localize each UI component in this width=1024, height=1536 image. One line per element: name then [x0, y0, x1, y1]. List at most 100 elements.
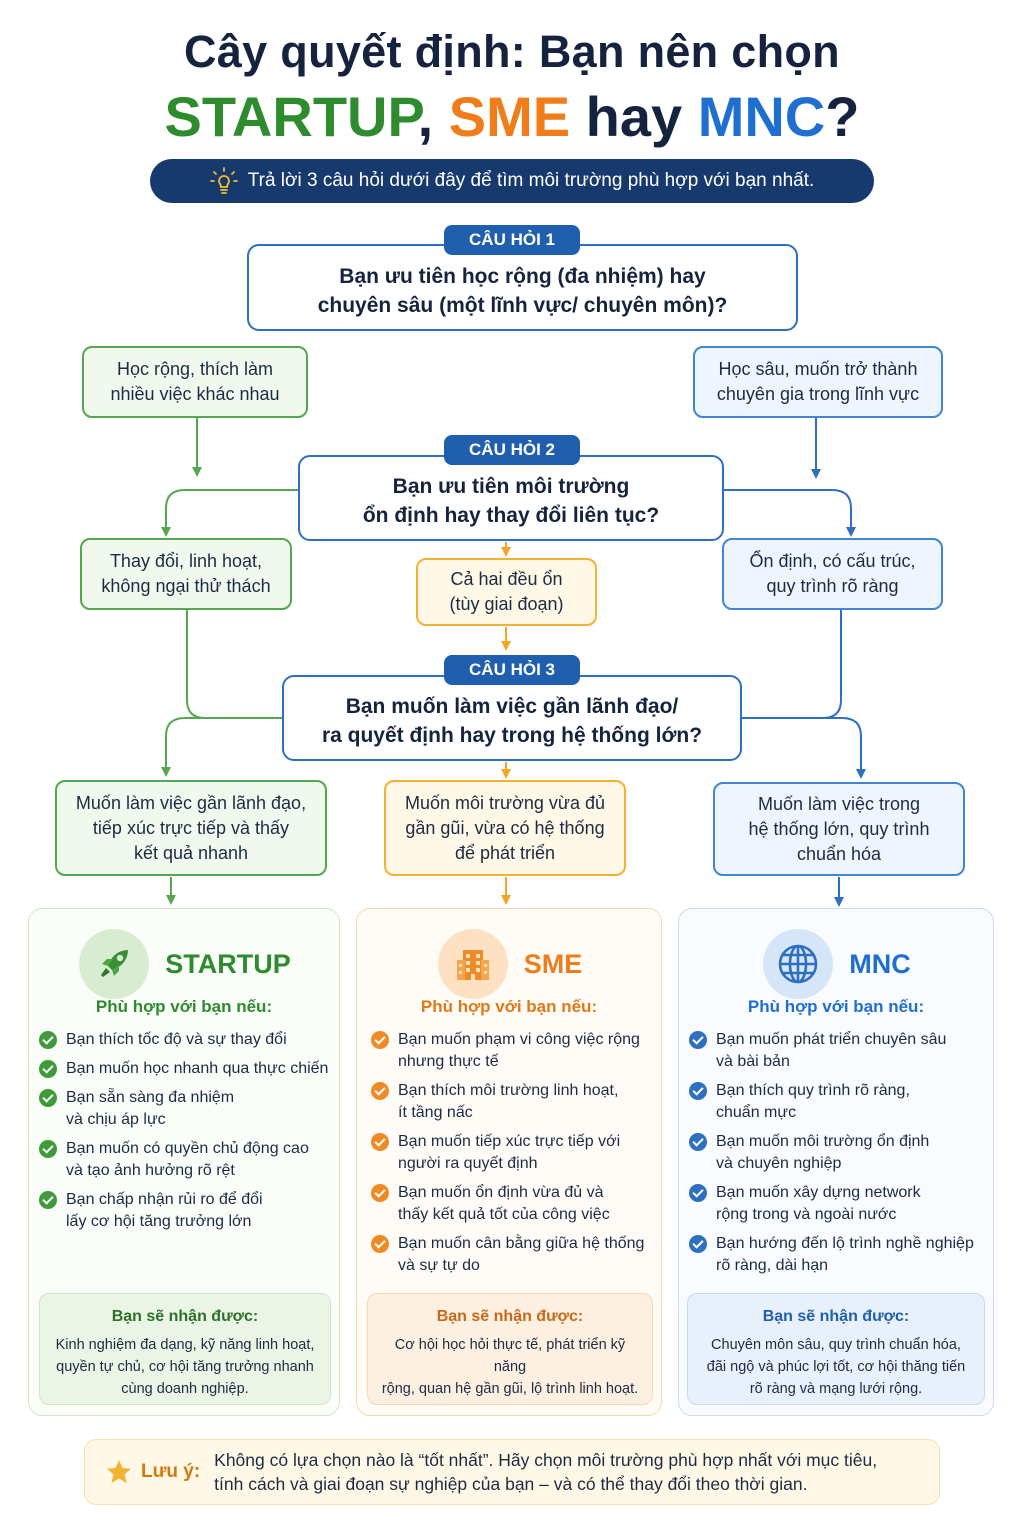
- check-icon: [39, 1089, 57, 1107]
- panel-startup-list: Bạn thích tốc độ và sự thay đổi Bạn muốn…: [39, 1029, 335, 1240]
- title-hay: hay: [585, 85, 683, 148]
- note-text: Không có lựa chọn nào là “tốt nhất”. Hãy…: [214, 1450, 878, 1494]
- line-q2right-to-q3: [742, 610, 842, 719]
- panel-mnc-name: MNC: [849, 948, 911, 979]
- q3-option-leader: Muốn làm việc gần lãnh đạo, tiếp xúc trự…: [55, 780, 327, 876]
- list-item: Bạn thích quy trình rõ ràng,chuẩn mực: [689, 1080, 989, 1124]
- panel-startup-header: STARTUP: [29, 927, 341, 1001]
- building-icon: [437, 929, 508, 999]
- line-q3-to-left: [161, 717, 282, 777]
- question-2-line2: ổn định hay thay đổi liên tục?: [362, 504, 660, 527]
- q3-option-system: Muốn làm việc trong hệ thống lớn, quy tr…: [713, 782, 965, 876]
- list-item: Bạn thích tốc độ và sự thay đổi: [39, 1029, 335, 1051]
- panel-startup-name: STARTUP: [165, 948, 291, 979]
- page-subtitle: STARTUP, SME hay MNC?: [0, 84, 1024, 149]
- check-icon: [689, 1133, 707, 1151]
- panel-sme: SME Phù hợp với bạn nếu: Bạn muốn phạm v…: [356, 908, 662, 1416]
- question-1-tag: CÂU HỎI 1: [444, 225, 580, 255]
- panel-sme-receive-title: Bạn sẽ nhận được:: [436, 1308, 584, 1325]
- question-2-tag: CÂU HỎI 2: [444, 435, 580, 465]
- line-q2left-to-q3: [186, 610, 282, 719]
- panel-sme-receive-text: Cơ hội học hỏi thực tế, phát triển kỹ nă…: [381, 1337, 639, 1397]
- q3-option-balanced-line2: gần gũi, vừa có hệ thống: [405, 817, 605, 838]
- check-icon: [689, 1184, 707, 1202]
- panel-mnc-receive-text: Chuyên môn sâu, quy trình chuẩn hóa,đãi …: [706, 1337, 966, 1397]
- q2-option-both-line1: Cả hai đều ổn: [450, 569, 563, 589]
- line-q3-to-right: [742, 717, 866, 779]
- q1-option-deep-line2: chuyên gia trong lĩnh vực: [716, 384, 920, 404]
- q2-option-both: Cả hai đều ổn (tùy giai đoạn): [416, 558, 597, 626]
- lightbulb-icon: [209, 167, 238, 194]
- q3-option-balanced: Muốn môi trường vừa đủ gần gũi, vừa có h…: [384, 780, 626, 876]
- check-icon: [371, 1184, 389, 1202]
- q3-option-leader-line2: tiếp xúc trực tiếp và thấy: [92, 817, 290, 838]
- note-label: Lưu ý:: [141, 1461, 201, 1482]
- q2-option-change-line2: không ngại thử thách: [101, 576, 271, 596]
- panel-sme-header: SME: [357, 927, 663, 1001]
- q2-option-stable: Ổn định, có cấu trúc, quy trình rõ ràng: [722, 538, 943, 610]
- q1-option-broad-line2: nhiều việc khác nhau: [110, 384, 280, 404]
- panel-startup-receive-text: Kinh nghiệm đa dạng, kỹ năng linh hoạt,q…: [55, 1337, 315, 1397]
- title-startup: STARTUP: [164, 85, 418, 148]
- check-icon: [689, 1235, 707, 1253]
- question-3-box: Bạn muốn làm việc gần lãnh đạo/ ra quyết…: [282, 675, 742, 761]
- q3-option-leader-line3: kết quả nhanh: [133, 842, 249, 863]
- q1-option-deep-line1: Học sâu, muốn trở thành: [718, 359, 918, 379]
- rocket-icon: [79, 929, 150, 999]
- check-icon: [39, 1031, 57, 1049]
- question-1-line2: chuyên sâu (một lĩnh vực/ chuyên môn)?: [317, 293, 728, 317]
- q2-option-change-line1: Thay đổi, linh hoạt,: [109, 551, 263, 571]
- line-q2-to-left: [161, 489, 298, 537]
- title-comma: ,: [417, 85, 434, 148]
- panel-mnc-header: MNC: [679, 927, 995, 1001]
- q3-option-balanced-line1: Muốn môi trường vừa đủ: [405, 792, 605, 813]
- panel-mnc-receive: Bạn sẽ nhận được: Chuyên môn sâu, quy tr…: [687, 1293, 985, 1405]
- check-icon: [689, 1031, 707, 1049]
- star-icon: [107, 1460, 131, 1483]
- panel-startup-receive: Bạn sẽ nhận được: Kinh nghiệm đa dạng, k…: [39, 1293, 331, 1405]
- check-icon: [371, 1082, 389, 1100]
- title-mnc: MNC: [697, 85, 826, 148]
- q2-option-stable-line2: quy trình rõ ràng: [766, 576, 899, 596]
- q2-option-change: Thay đổi, linh hoạt, không ngại thử thác…: [80, 538, 292, 610]
- title-sme: SME: [448, 85, 571, 148]
- check-icon: [689, 1082, 707, 1100]
- q1-option-broad: Học rộng, thích làm nhiều việc khác nhau: [82, 346, 308, 418]
- question-2-line1: Bạn ưu tiên môi trường: [392, 475, 630, 498]
- question-3-line1: Bạn muốn làm việc gần lãnh đạo/: [345, 695, 679, 718]
- list-item: Bạn thích môi trường linh hoạt,ít tầng n…: [371, 1080, 657, 1124]
- panel-sme-fit-title: Phù hợp với bạn nếu:: [420, 997, 598, 1016]
- panel-sme-name: SME: [523, 948, 583, 979]
- check-icon: [371, 1031, 389, 1049]
- q1-option-deep: Học sâu, muốn trở thành chuyên gia trong…: [693, 346, 943, 418]
- q3-option-system-line1: Muốn làm việc trong: [757, 793, 921, 814]
- panel-startup: STARTUP Phù hợp với bạn nếu: Bạn thích t…: [28, 908, 340, 1416]
- panel-mnc-fit-title: Phù hợp với bạn nếu:: [747, 997, 925, 1016]
- title-qmark: ?: [825, 85, 860, 148]
- panel-startup-fit-title: Phù hợp với bạn nếu:: [95, 997, 273, 1016]
- q2-option-stable-line1: Ổn định, có cấu trúc,: [749, 551, 916, 571]
- q3-option-leader-line1: Muốn làm việc gần lãnh đạo,: [75, 792, 307, 813]
- check-icon: [39, 1060, 57, 1078]
- list-item: Bạn muốn học nhanh qua thực chiến: [39, 1058, 335, 1080]
- q3-option-system-line2: hệ thống lớn, quy trình: [748, 818, 930, 839]
- check-icon: [371, 1133, 389, 1151]
- q1-option-broad-line1: Học rộng, thích làm: [116, 359, 274, 379]
- check-icon: [371, 1235, 389, 1253]
- instruction-banner: Trả lời 3 câu hỏi dưới đây để tìm môi tr…: [150, 159, 874, 203]
- q3-option-system-line3: chuẩn hóa: [796, 843, 882, 864]
- panel-mnc: MNC Phù hợp với bạn nếu: Bạn muốn phát t…: [678, 908, 994, 1416]
- question-2-box: Bạn ưu tiên môi trường ổn định hay thay …: [298, 455, 724, 541]
- panel-startup-receive-title: Bạn sẽ nhận được:: [111, 1308, 259, 1325]
- question-3-tag: CÂU HỎI 3: [444, 655, 580, 685]
- page-title: Cây quyết định: Bạn nên chọn: [184, 26, 840, 77]
